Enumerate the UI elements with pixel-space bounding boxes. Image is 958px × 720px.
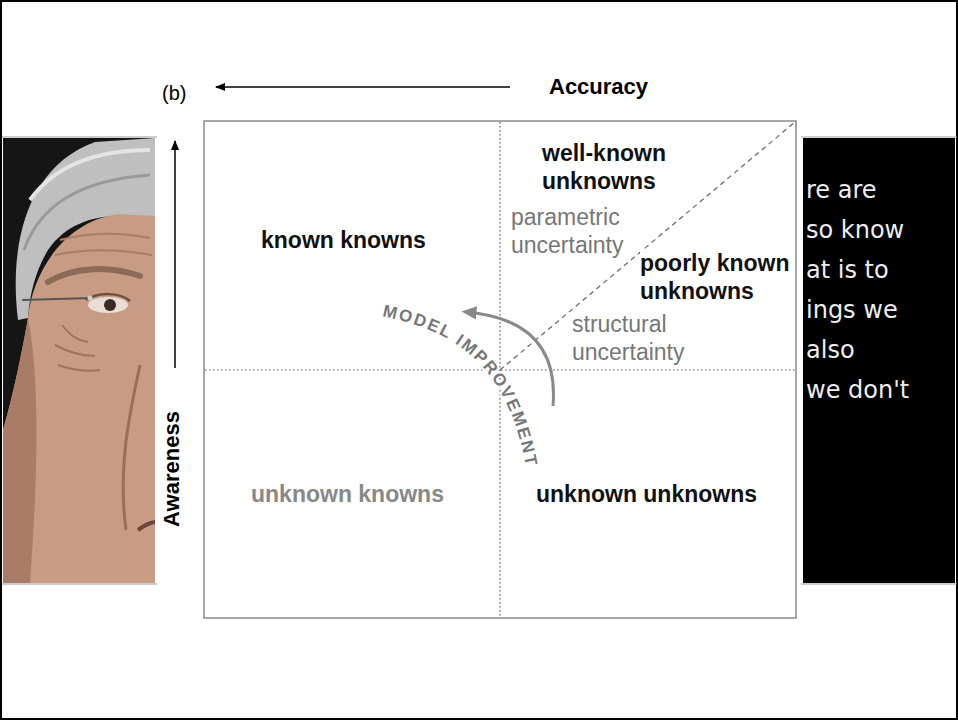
eye-white — [88, 297, 128, 313]
uncertainty-label: structural uncertainty — [572, 310, 704, 366]
crow-foot — [55, 345, 95, 356]
quote-fragment: we don't — [806, 375, 909, 405]
mouth-corner — [138, 522, 155, 530]
quote-fragment: at is to — [806, 255, 889, 285]
diagram-frame — [204, 121, 796, 618]
face — [3, 214, 155, 583]
quote-fragment: also — [806, 335, 855, 365]
glasses-arm — [22, 298, 92, 300]
eye-iris — [104, 299, 116, 311]
rule-line — [2, 584, 157, 585]
rule-line — [801, 137, 957, 138]
awareness-axis-arrow — [174, 141, 176, 368]
portrait-photo — [3, 138, 155, 583]
axis-title: Awareness — [159, 411, 185, 527]
quote-panel — [803, 138, 955, 583]
crow-foot — [58, 365, 100, 371]
accuracy-axis-arrow — [216, 86, 510, 88]
hair-strand — [30, 150, 150, 200]
crow-foot — [62, 325, 88, 342]
quadrant-label: unknown unknowns — [536, 480, 757, 508]
forehead-wrinkle — [60, 234, 150, 240]
axis-title: Accuracy — [549, 74, 648, 100]
eyelid — [86, 294, 130, 301]
panel-letter: (b) — [162, 81, 186, 105]
rule-line — [2, 137, 157, 138]
quote-fragment: ings we — [806, 295, 898, 325]
quadrant-label: poorly known unknowns — [640, 249, 794, 305]
quote-fragment: re are — [806, 175, 877, 205]
text-guide — [382, 316, 528, 478]
cheek-fold — [123, 365, 140, 530]
curved-arrow-label: MODEL IMPROVEMENT — [381, 301, 541, 469]
quadrant-label: unknown knowns — [251, 480, 444, 508]
quadrant-label: well-known unknowns — [542, 139, 684, 195]
forehead-wrinkle — [55, 250, 152, 255]
uncertainty-divider — [500, 122, 795, 370]
glasses-hinge — [88, 296, 93, 301]
curved-arrow-label: MODEL IMPROVEMENT — [381, 301, 541, 469]
improvement-arrow — [466, 312, 553, 406]
quote-fragment: so know — [806, 215, 904, 245]
quadrant-label: known knowns — [261, 226, 426, 254]
uncertainty-label: parametric uncertainty — [511, 203, 643, 259]
photo-ground — [3, 138, 155, 583]
rule-line — [801, 584, 957, 585]
eyebrow — [48, 269, 140, 282]
face-shadow — [3, 318, 37, 583]
